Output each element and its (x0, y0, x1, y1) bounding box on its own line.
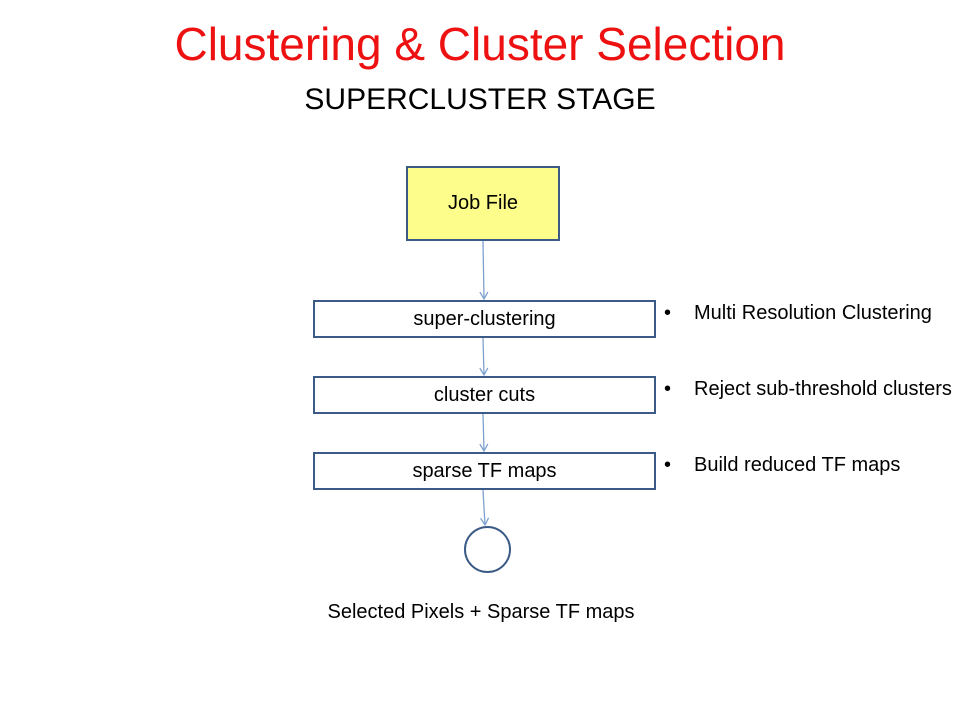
note-text: Reject sub-threshold clusters (694, 378, 952, 400)
cluster-cuts-label: cluster cuts (433, 383, 536, 406)
arrow-sparse-to-end (480, 489, 490, 527)
note-reject-subthreshold: • Reject sub-threshold clusters (664, 375, 954, 451)
output-caption: Selected Pixels + Sparse TF maps (327, 601, 635, 623)
note-build-reduced: • Build reduced TF maps (664, 451, 954, 480)
note-text: Build reduced TF maps (694, 454, 901, 476)
sparse-tf-maps-box: sparse TF maps (313, 452, 656, 490)
arrow-cuts-to-sparse (479, 413, 489, 453)
sparse-tf-maps-label: sparse TF maps (412, 459, 557, 482)
bullet-dot-icon: • (664, 454, 672, 476)
step-notes-list: • Multi Resolution Clustering • Reject s… (664, 299, 954, 480)
bullet-dot-icon: • (664, 302, 672, 324)
note-multi-resolution: • Multi Resolution Clustering (664, 299, 954, 375)
note-text: Multi Resolution Clustering (694, 302, 932, 324)
arrow-super-to-cuts (479, 337, 489, 377)
bullet-dot-icon: • (664, 378, 672, 400)
cluster-cuts-box: cluster cuts (313, 376, 656, 414)
slide-subtitle: SUPERCLUSTER STAGE (304, 83, 656, 116)
job-file-box: Job File (406, 166, 560, 241)
super-clustering-box: super-clustering (313, 300, 656, 338)
end-node-circle (464, 526, 511, 573)
job-file-label: Job File (447, 192, 519, 214)
super-clustering-label: super-clustering (413, 307, 556, 330)
slide-title: Clustering & Cluster Selection (174, 18, 786, 70)
arrow-job-to-super (479, 240, 489, 301)
